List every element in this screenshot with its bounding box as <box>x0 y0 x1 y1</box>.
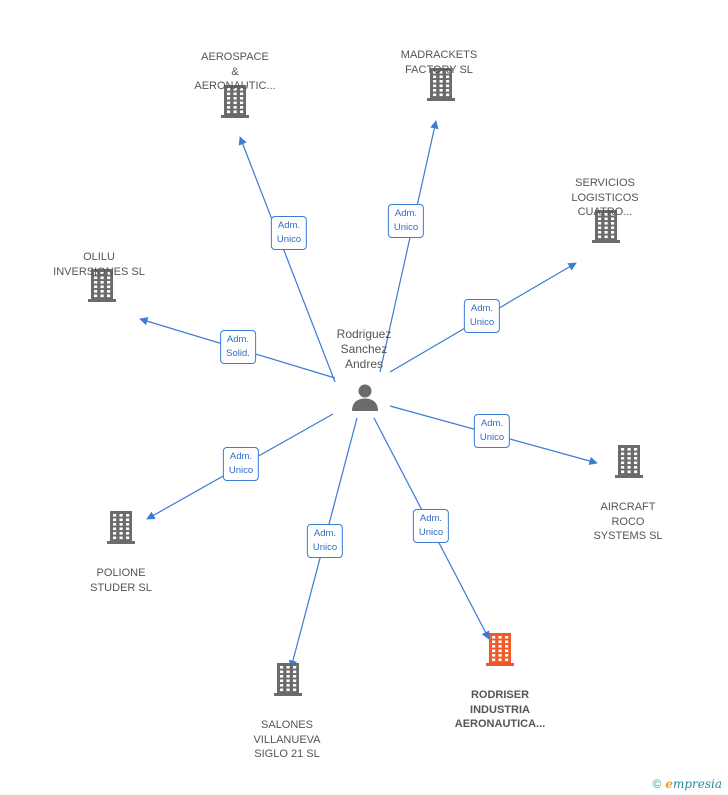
relation-badge-line: Unico <box>312 542 338 553</box>
company-label-line: SYSTEMS SL <box>593 530 663 542</box>
person-icon[interactable] <box>350 382 380 417</box>
relation-badge-line: Adm. <box>419 513 443 524</box>
company-label-rodriser[interactable]: RODRISER INDUSTRIA AERONAUTICA... <box>455 688 545 732</box>
relation-badge-line: Unico <box>469 317 495 328</box>
building-icon[interactable] <box>272 662 304 701</box>
relation-badge-line: Unico <box>418 527 444 538</box>
brand-initial: e <box>665 777 673 791</box>
copyright-footer: © empresia <box>652 777 722 791</box>
relation-badge-line: Adm. <box>277 220 301 231</box>
relation-badge-line: Unico <box>479 432 505 443</box>
relation-badge-line: Adm. <box>226 334 250 345</box>
building-icon[interactable] <box>484 632 516 671</box>
relation-badge-line: Solid. <box>226 348 250 359</box>
relation-badge-servicios[interactable]: Adm. Unico <box>463 299 501 333</box>
company-label-salones[interactable]: SALONES VILLANUEVA SIGLO 21 SL <box>253 718 320 762</box>
relation-badge-line: Adm. <box>480 418 504 429</box>
company-label-servicios[interactable]: SERVICIOS LOGISTICOS CUATRO... <box>571 176 638 220</box>
company-label-line: & <box>231 65 239 78</box>
company-label-line: AERONAUTIC... <box>194 80 276 92</box>
company-label-line: VILLANUEVA <box>253 733 321 746</box>
relation-badge-rodriser[interactable]: Adm. Unico <box>412 509 450 543</box>
edge-aerospace <box>238 136 336 383</box>
copyright-symbol: © <box>652 777 662 791</box>
company-label-line: SALONES <box>261 719 313 731</box>
building-icon[interactable] <box>219 84 251 123</box>
company-label-line: MADRACKETS <box>400 49 478 61</box>
company-label-aerospace[interactable]: AEROSPACE & AERONAUTIC... <box>194 50 275 94</box>
building-icon[interactable] <box>425 67 457 106</box>
building-icon[interactable] <box>86 268 118 307</box>
company-label-line: INDUSTRIA <box>470 703 530 716</box>
brand-rest: mpresia <box>672 777 722 791</box>
company-label-madrackets[interactable]: MADRACKETS FACTORY SL <box>401 48 477 77</box>
relation-badge-line: Unico <box>228 465 254 476</box>
company-label-line: FACTORY SL <box>405 63 473 76</box>
person-name-line: Andres <box>344 357 384 371</box>
company-label-line: LOGISTICOS <box>571 191 639 204</box>
relation-badge-line: Adm. <box>470 303 494 314</box>
company-label-line: POLIONE <box>96 567 146 579</box>
company-label-line: ROCO <box>611 515 645 528</box>
company-label-polione[interactable]: POLIONE STUDER SL <box>90 566 152 595</box>
building-icon[interactable] <box>590 209 622 248</box>
relation-badge-line: Unico <box>393 222 419 233</box>
person-name[interactable]: Rodriguez Sanchez Andres <box>337 327 392 372</box>
relation-badge-polione[interactable]: Adm. Unico <box>222 447 260 481</box>
company-label-aircraft[interactable]: AIRCRAFT ROCO SYSTEMS SL <box>593 500 662 544</box>
company-label-line: AEROSPACE <box>201 51 269 63</box>
relation-badge-line: Unico <box>276 234 302 245</box>
company-label-line: OLILU <box>83 251 115 263</box>
company-label-line: CUATRO... <box>577 206 633 218</box>
person-name-line: Sanchez <box>340 342 388 356</box>
relation-badge-madrackets[interactable]: Adm. Unico <box>387 204 425 238</box>
empresia-logo[interactable]: empresia <box>665 777 722 791</box>
company-label-line: AIRCRAFT <box>600 501 656 513</box>
edge-madrackets <box>379 120 439 373</box>
company-label-olilu[interactable]: OLILU INVERSIONES SL <box>53 250 145 279</box>
building-icon[interactable] <box>105 510 137 549</box>
building-icon[interactable] <box>613 444 645 483</box>
relation-badge-olilu[interactable]: Adm. Solid. <box>220 330 256 364</box>
company-label-line: INVERSIONES SL <box>53 265 145 278</box>
relation-badge-aerospace[interactable]: Adm. Unico <box>270 216 308 250</box>
relation-badge-aircraft[interactable]: Adm. Unico <box>473 414 511 448</box>
company-label-line: SIGLO 21 SL <box>254 748 320 760</box>
relation-badge-salones[interactable]: Adm. Unico <box>306 524 344 558</box>
company-label-line: STUDER SL <box>90 581 152 594</box>
person-name-line: Rodriguez <box>336 327 392 341</box>
relation-badge-line: Adm. <box>313 528 337 539</box>
relation-badge-line: Adm. <box>229 451 253 462</box>
company-label-line: SERVICIOS <box>575 177 635 189</box>
relation-badge-line: Adm. <box>394 208 418 219</box>
company-label-line: RODRISER <box>470 689 530 701</box>
company-label-line: AERONAUTICA... <box>454 718 546 730</box>
